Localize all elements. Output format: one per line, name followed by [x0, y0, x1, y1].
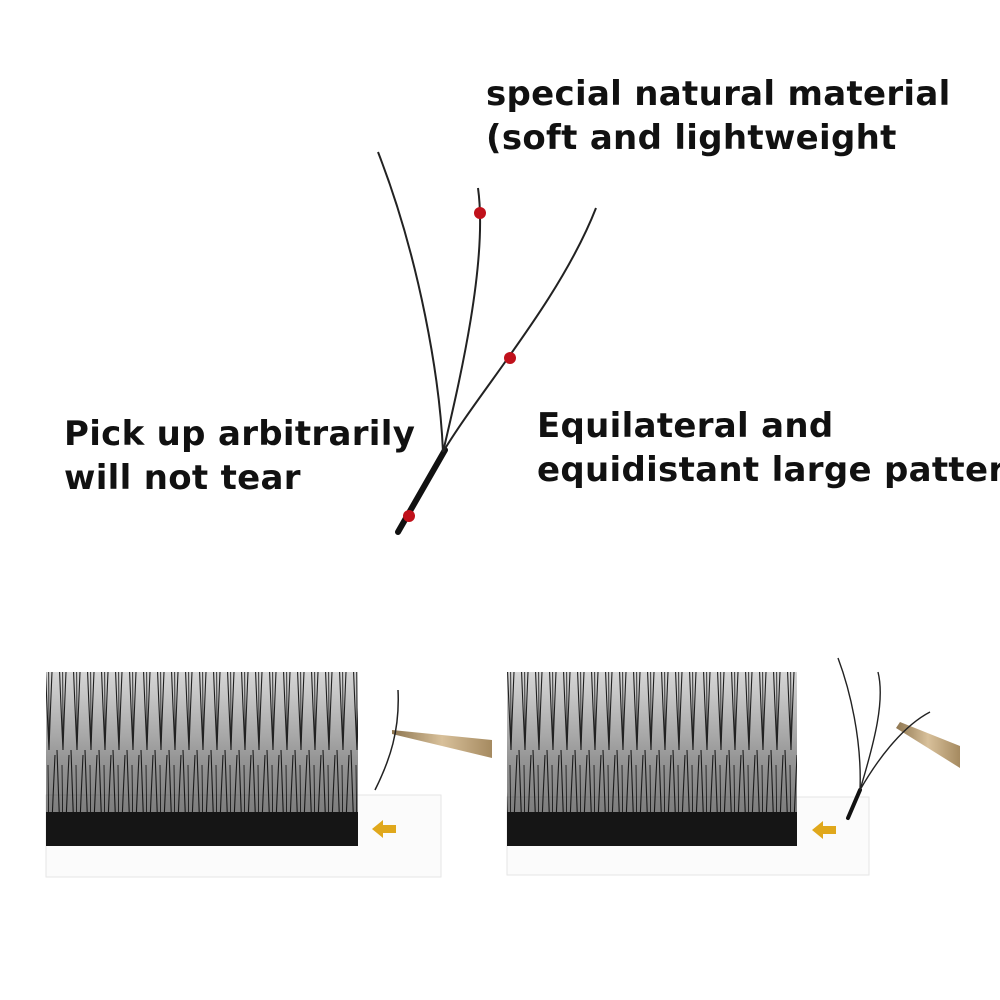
- caption-material-line2: (soft and lightweight: [486, 118, 897, 158]
- caption-pattern: Equilateral and equidistant large patter…: [537, 404, 1000, 492]
- tweezer-icon: [392, 730, 492, 758]
- caption-pattern-line1: Equilateral and: [537, 406, 834, 446]
- marker-dot: [474, 207, 486, 219]
- lash-strip-right: [506, 657, 960, 876]
- marker-dot: [403, 510, 415, 522]
- caption-pattern-line2: equidistant large pattern: [537, 450, 1000, 490]
- single-fan-lash: [377, 151, 597, 535]
- arrow-icon: [812, 821, 836, 839]
- caption-pickup-line2: will not tear: [64, 458, 301, 498]
- lash-strip-left: [45, 672, 492, 878]
- caption-material: special natural material (soft and light…: [486, 72, 951, 160]
- arrow-icon: [372, 820, 396, 838]
- caption-pickup-line1: Pick up arbitrarily: [64, 414, 416, 454]
- caption-material-line1: special natural material: [486, 74, 951, 114]
- caption-pickup: Pick up arbitrarily will not tear: [64, 412, 415, 500]
- tweezer-icon: [896, 722, 960, 768]
- marker-dot: [504, 352, 516, 364]
